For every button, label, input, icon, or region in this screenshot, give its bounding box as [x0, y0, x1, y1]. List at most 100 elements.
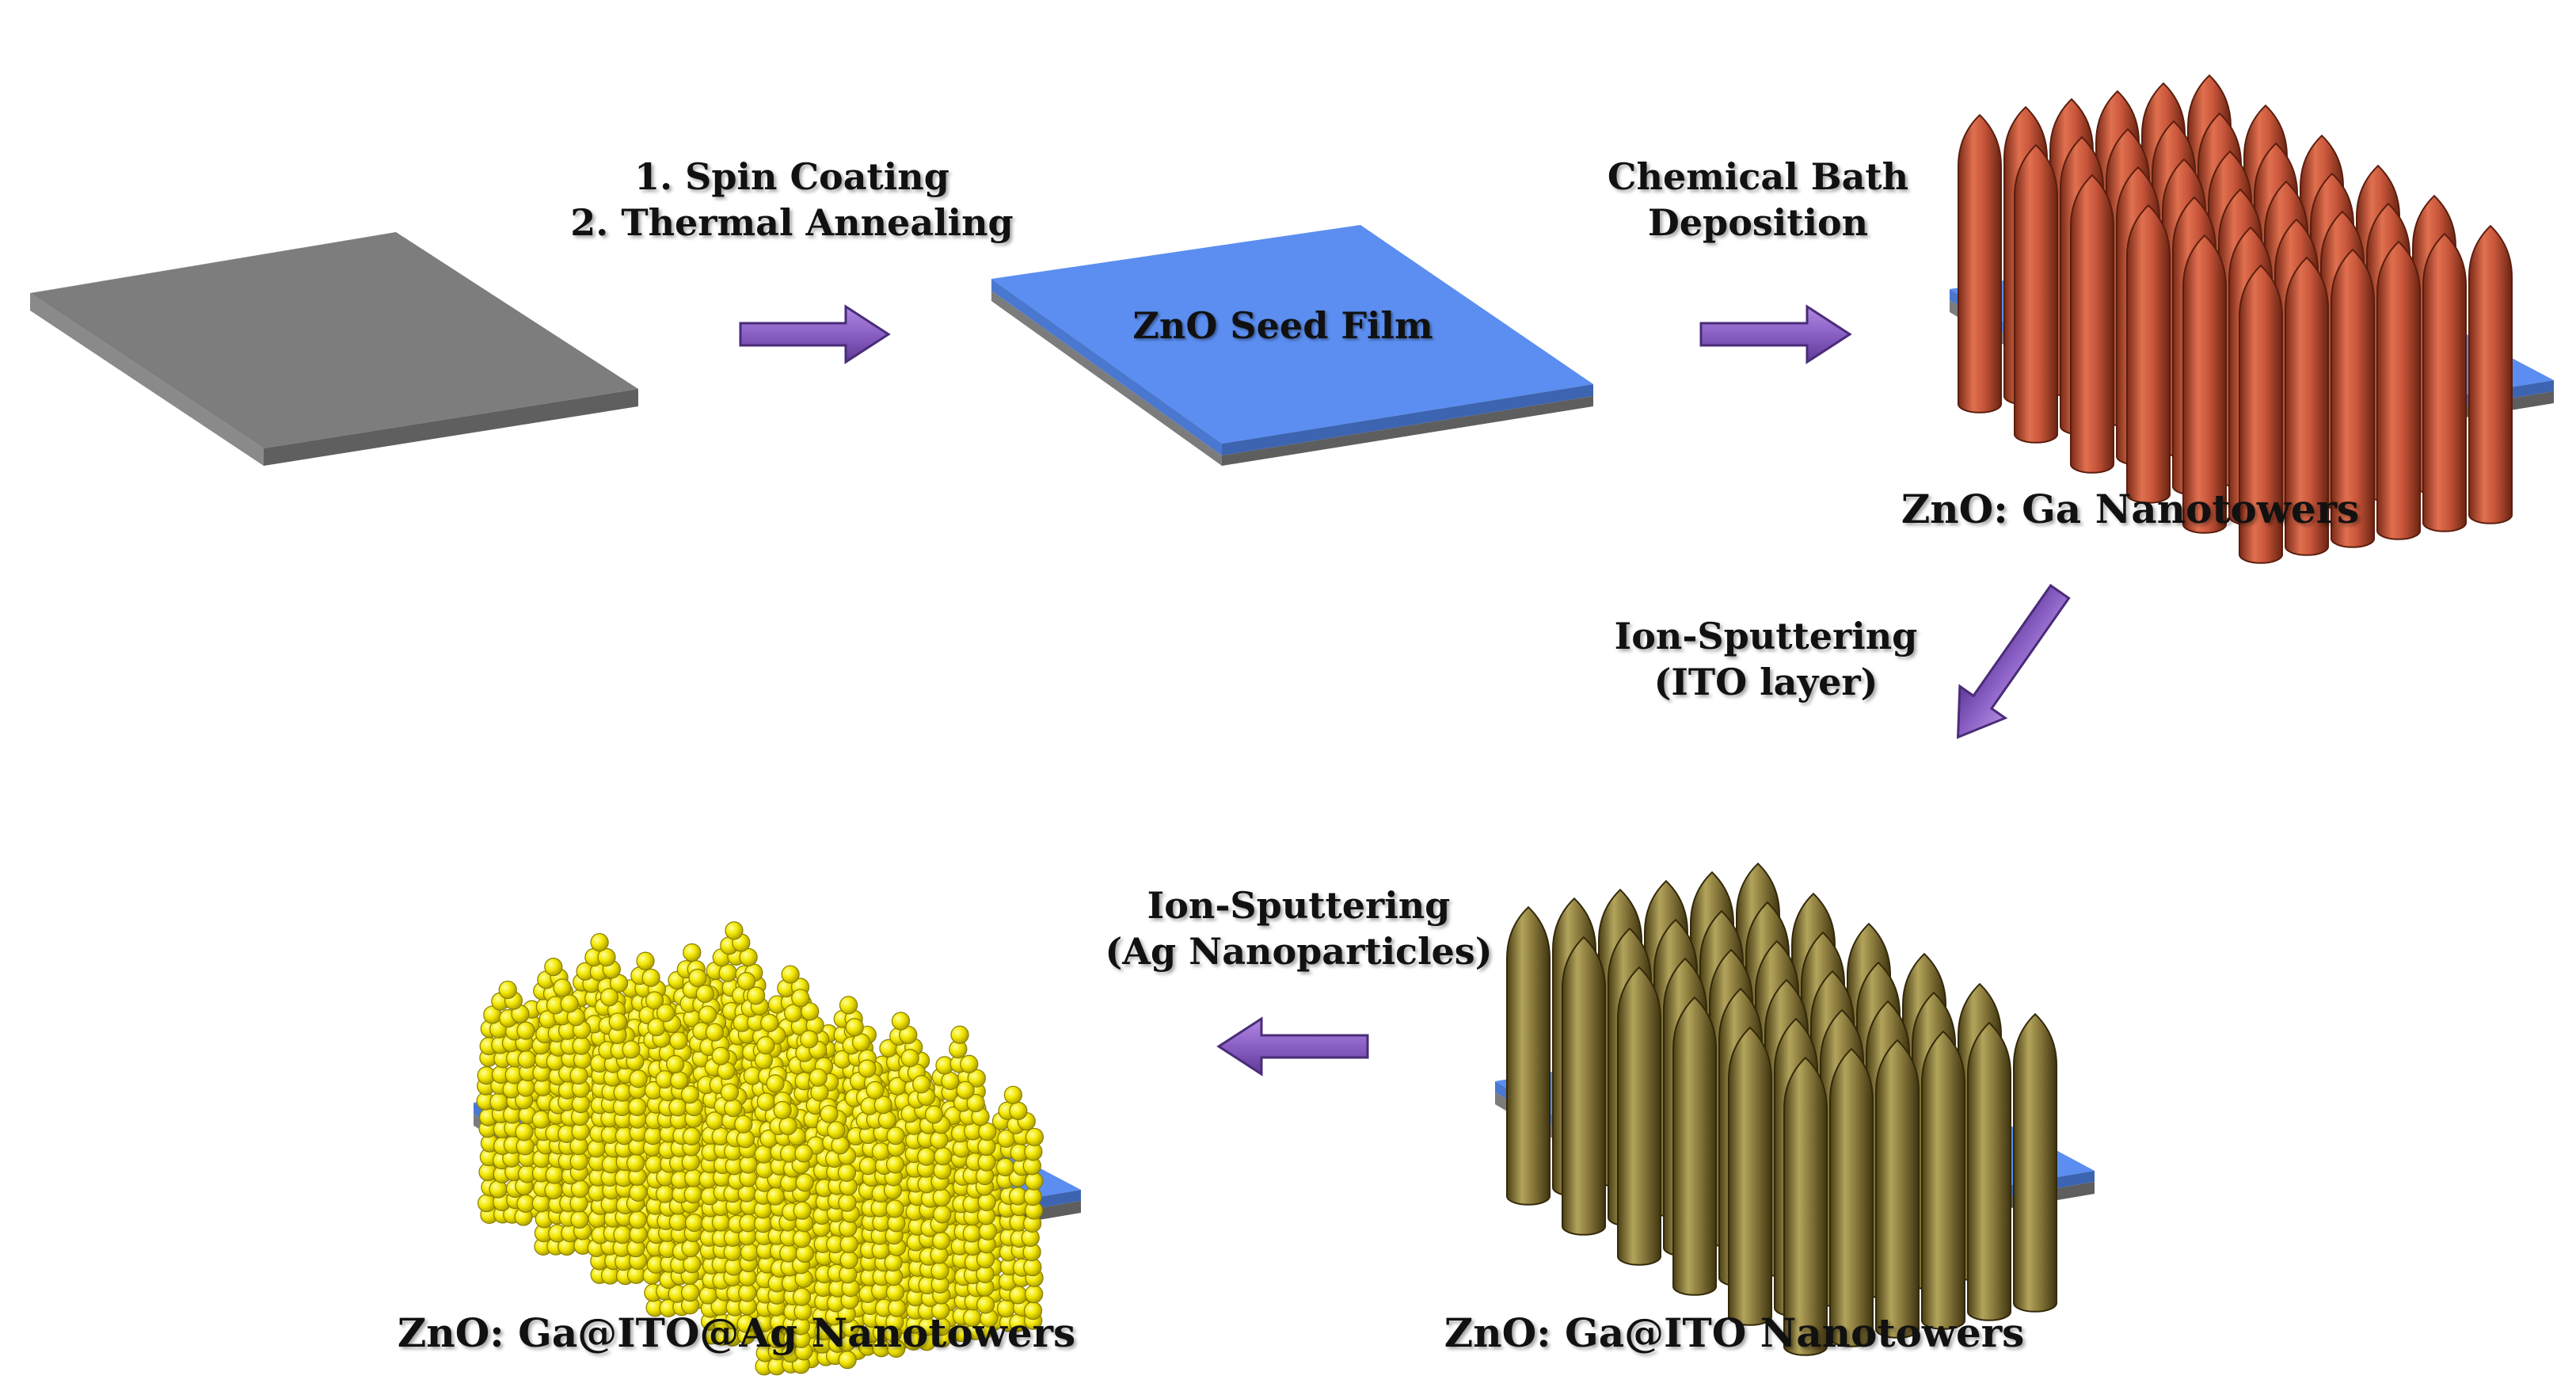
ag-nanoparticle: [738, 1283, 757, 1302]
ag-nanoparticle: [978, 1221, 998, 1240]
ag-nanoparticle: [684, 1213, 704, 1233]
ag-nanoparticle: [793, 1229, 812, 1248]
ga-nanorod: [1958, 113, 2002, 413]
ga-nanorod: [2376, 240, 2421, 540]
ag-nanoparticle: [756, 1092, 775, 1111]
ito-rod-array: [1506, 862, 2057, 1356]
ga-nanorod: [2014, 143, 2058, 444]
ag-nanoparticle: [718, 963, 737, 982]
ito-nanorod: [2013, 1012, 2057, 1313]
ag-nanoparticle: [569, 1065, 588, 1085]
ag-nanoparticle: [873, 1096, 892, 1115]
ito-nanorod: [1506, 905, 1551, 1206]
ag-nanoparticle: [645, 991, 664, 1010]
ag-nanoparticle: [613, 1083, 632, 1102]
ag-nanoparticle: [666, 1054, 685, 1074]
ga-nanorod: [2422, 232, 2467, 532]
ag-nanoparticle: [809, 1068, 828, 1087]
ito-nanotowers-sample: [1495, 862, 2095, 1356]
ag-nanoparticle: [932, 1188, 951, 1207]
ito-nanorod: [1829, 1047, 1874, 1347]
ag-nanoparticle: [734, 1115, 753, 1134]
ag-nanoparticle: [793, 1201, 812, 1220]
ag-nanoparticle: [608, 1012, 627, 1031]
ag-nanoparticle: [628, 1097, 647, 1116]
ito-nanorod: [1875, 1038, 1920, 1339]
ag-nanoparticle: [917, 1147, 936, 1166]
ag-nanoparticle: [553, 978, 572, 997]
ag-nanoparticle: [995, 1157, 1014, 1177]
ag-nanoparticle: [725, 921, 744, 940]
ag-nanoparticle: [544, 1180, 563, 1200]
ag-nanoparticle: [695, 984, 714, 1004]
ito-nanorod: [1728, 1026, 1772, 1326]
ag-nanoparticle: [705, 1023, 725, 1042]
ga-nanorod: [2468, 224, 2513, 524]
ito-nanorod: [1783, 1056, 1828, 1356]
ag-nanoparticle: [682, 1126, 701, 1146]
ag-nanoparticle: [711, 1213, 731, 1232]
ag-nanoparticle: [930, 1130, 949, 1149]
ag-nanoparticle: [531, 1194, 550, 1213]
ag-nanoparticle: [572, 1036, 591, 1055]
ag-nanoparticle: [1025, 1172, 1044, 1191]
ag-nanoparticle: [747, 986, 766, 1005]
ga-nanorod: [2331, 248, 2375, 548]
seed-film-substrate: [991, 225, 1593, 466]
ag-nanoparticle: [900, 1049, 919, 1068]
ag-nanoparticle: [544, 958, 563, 977]
ag-nanoparticle: [739, 947, 758, 966]
ag-nanoparticle: [941, 1071, 960, 1091]
ga-nanotowers-label: ZnO: Ga Nanotowers: [1901, 486, 2360, 532]
ga-nanorod: [2239, 264, 2283, 564]
step4-label: Ion-Sputtering (Ag Nanoparticles): [1105, 884, 1493, 973]
ga-nanotowers-sample: [1950, 74, 2554, 564]
ag-nanoparticle: [795, 1244, 814, 1263]
ag-nanoparticle: [978, 1122, 997, 1141]
ag-nanoparticle: [736, 972, 756, 991]
ag-nanoparticle: [720, 1083, 739, 1102]
ito-nanorod: [1672, 996, 1717, 1296]
ag-nanoparticle: [858, 1059, 877, 1078]
ag-nanoparticle: [570, 1210, 589, 1229]
ag-nanoparticle: [781, 965, 800, 984]
ag-nanoparticle: [516, 1021, 535, 1040]
ag-nanoparticle: [698, 1005, 717, 1024]
ag-nanoparticle: [950, 1025, 969, 1044]
ag-nanoparticle: [858, 1157, 878, 1176]
ag-nanoparticle: [754, 1145, 773, 1164]
ag-nanoparticle: [1009, 1101, 1028, 1120]
ag-nanoparticle: [641, 968, 660, 987]
arrow-step1-icon: [739, 304, 891, 364]
ag-nanoparticle: [792, 1287, 812, 1306]
ag-nanoparticle: [597, 947, 616, 967]
ag-nanotowers-label: ZnO: Ga@ITO@Ag Nanotowers: [397, 1309, 1076, 1356]
ag-nanoparticle: [680, 1085, 700, 1104]
ito-nanotowers-label: ZnO: Ga@ITO Nanotowers: [1444, 1309, 2025, 1356]
ag-nanoparticle: [683, 1185, 702, 1204]
ag-nanoparticle: [934, 1147, 953, 1166]
ag-nanoparticle: [779, 1244, 798, 1263]
ag-nanoparticle: [643, 1126, 663, 1145]
ag-nanoparticle: [698, 1286, 718, 1305]
arrow-step4-icon: [1216, 1016, 1369, 1077]
ag-nanoparticle: [960, 1054, 979, 1073]
ga-nanorod: [2126, 204, 2171, 504]
ag-nanoparticle: [681, 1283, 700, 1302]
ag-nanoparticle: [688, 968, 707, 988]
ag-nanoparticle: [656, 1004, 675, 1023]
ag-nanoparticle: [1003, 1085, 1022, 1104]
ag-nanoparticle: [827, 1121, 846, 1140]
ag-nanoparticle: [560, 994, 579, 1013]
ag-nanoparticle: [531, 1110, 550, 1129]
ag-nanoparticle: [912, 1075, 931, 1094]
ag-nanoparticle: [956, 1080, 975, 1099]
ag-nanoparticle: [839, 996, 858, 1015]
ag-nanoparticle: [933, 1205, 952, 1224]
ag-nanoparticle: [760, 1013, 779, 1032]
ag-nanoparticle: [517, 1050, 536, 1069]
ag-nanoparticle: [845, 1018, 864, 1037]
ag-nanoparticle: [885, 1155, 905, 1174]
